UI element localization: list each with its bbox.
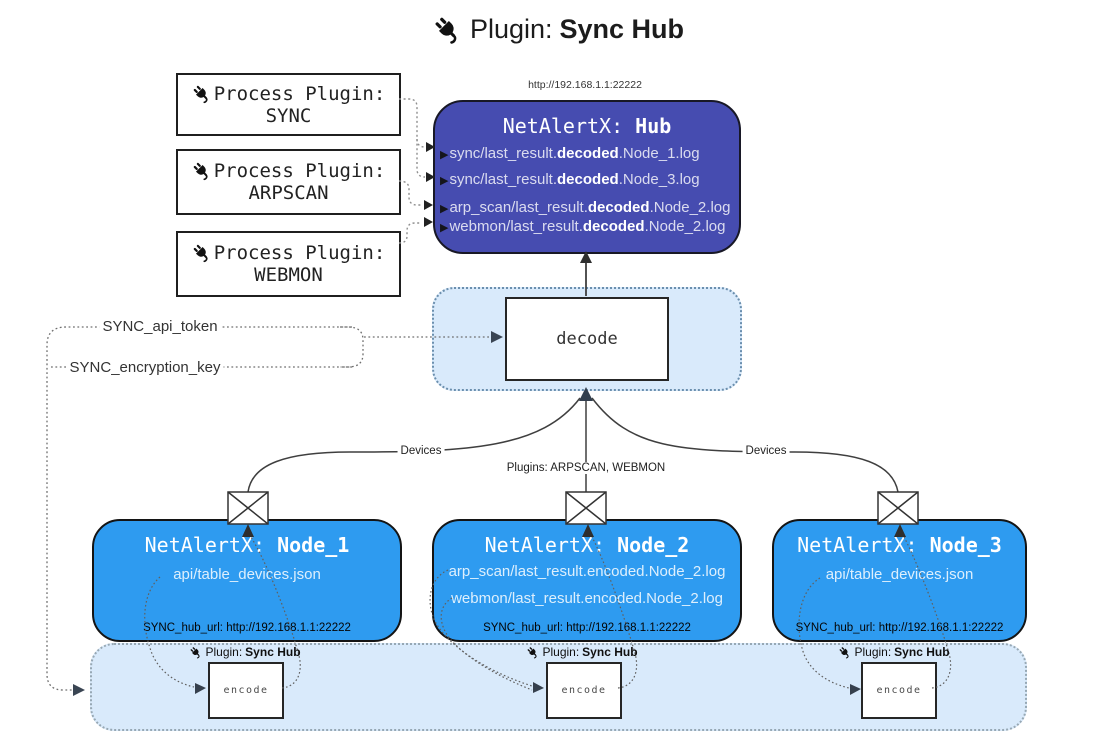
process-plugin-label: Process Plugin: [213,242,386,264]
node-box-1: NetAlertX: Node_1 api/table_devices.json… [92,519,402,642]
plugin-name: Sync Hub [582,645,638,659]
log-text: .Node_3.log [618,171,700,188]
node-title: NetAlertX: Node_3 [774,533,1025,557]
plug-icon [838,646,851,659]
hub-url: http://192.168.1.1:22222 [528,79,642,91]
hub-title-name: Hub [635,114,672,138]
process-plugin-name: WEBMON [254,264,323,286]
node-title-prefix: NetAlertX: [484,533,618,557]
process-plugin-label: Process Plugin: [213,160,386,182]
encode-box-1: encode [208,662,284,719]
plugin-name: Sync Hub [245,645,301,659]
plugin-prefix: Plugin: [205,645,243,659]
encode-box-3: encode [861,662,937,719]
plugin-prefix: Plugin: [854,645,892,659]
node-title: NetAlertX: Node_2 [434,533,740,557]
node-hub-url: SYNC_hub_url: http://192.168.1.1:22222 [143,622,351,634]
encode-panel-arrowhead [73,684,85,696]
log-text: sync/last_result. [449,171,558,188]
process-plugin-box-sync: Process Plugin: SYNC [176,73,401,136]
log-text: webmon/last_result. [449,218,583,235]
plug-icon [192,243,212,263]
encode-plugin-label-2: Plugin: Sync Hub [526,645,638,659]
process-plugin-label: Process Plugin: [213,82,386,105]
log-text: arp_scan/last_result. [449,199,588,216]
node-title-prefix: NetAlertX: [144,533,278,557]
process-plugin-name: SYNC [265,104,312,127]
node-file: webmon/last_result.encoded.Node_2.log [451,590,723,607]
log-text: .Node_2.log [649,199,731,216]
node-hub-url: SYNC_hub_url: http://192.168.1.1:22222 [795,622,1004,634]
hub-box: NetAlertX: Hub ▶sync/last_result.decoded… [433,100,741,254]
process-plugin-name: ARPSCAN [248,182,329,204]
plug-icon [526,646,539,659]
triangle-bullet-icon: ▶ [440,222,449,234]
plug-icon [192,161,212,181]
triangle-bullet-icon: ▶ [440,203,449,215]
edge-label-devices-left: Devices [397,445,445,457]
log-bold: decoded [587,199,650,216]
hub-log-line: ▶sync/last_result.decoded.Node_1.log [440,145,737,163]
hub-log-line: ▶arp_scan/last_result.decoded.Node_2.log [440,199,737,217]
edge-label-devices-right: Devices [742,445,790,457]
sync-api-token-label: SYNC_api_token [99,318,221,335]
process-plugin-box-webmon: Process Plugin: WEBMON [176,231,401,297]
node-box-2: NetAlertX: Node_2 arp_scan/last_result.e… [432,519,742,642]
process-plugin-label-row: Process Plugin: [192,160,386,182]
node-title-name: Node_3 [929,533,1002,557]
node-title-name: Node_1 [277,533,350,557]
node-file: arp_scan/last_result.encoded.Node_2.log [448,563,726,580]
plug-icon [189,646,202,659]
node-title: NetAlertX: Node_1 [94,533,400,557]
plug-icon [433,15,463,45]
process-plugin-box-arpscan: Process Plugin: ARPSCAN [176,149,401,215]
log-bold: decoded [557,145,619,162]
log-text: .Node_2.log [644,218,726,235]
encode-plugin-label-3: Plugin: Sync Hub [838,645,950,659]
log-bold: decoded [557,171,619,188]
node-box-3: NetAlertX: Node_3 api/table_devices.json… [772,519,1027,642]
plugin-name: Sync Hub [894,645,950,659]
log-text: .Node_1.log [618,145,700,162]
node-file: api/table_devices.json [173,566,321,583]
log-text: sync/last_result. [449,145,558,162]
log-bold: decoded [582,218,645,235]
process-plugin-label-row: Process Plugin: [192,82,386,105]
hub-title-prefix: NetAlertX: [502,114,636,138]
plug-icon [192,84,212,104]
hub-title: NetAlertX: Hub [435,114,739,138]
process-plugin-links [398,98,426,244]
encode-plugin-label-1: Plugin: Sync Hub [189,645,301,659]
encode-box-2: encode [546,662,622,719]
triangle-bullet-icon: ▶ [440,175,449,187]
node-hub-url: SYNC_hub_url: http://192.168.1.1:22222 [483,622,691,634]
node-title-prefix: NetAlertX: [797,533,930,557]
hub-log-line: ▶webmon/last_result.decoded.Node_2.log [440,218,737,236]
decode-box: decode [505,297,669,381]
diagram-title: Plugin: Sync Hub [0,14,1117,45]
process-plugin-label-row: Process Plugin: [192,242,386,264]
plugin-prefix: Plugin: [542,645,580,659]
sync-encryption-key-label: SYNC_encryption_key [66,359,224,376]
title-name: Sync Hub [559,14,685,44]
hub-log-line: ▶sync/last_result.decoded.Node_3.log [440,171,737,189]
edge-label-plugins: Plugins: ARPSCAN, WEBMON [503,462,669,474]
title-prefix: Plugin: [469,14,553,44]
device-edges [247,397,899,493]
node-title-name: Node_2 [617,533,690,557]
node-file: api/table_devices.json [825,566,974,583]
triangle-bullet-icon: ▶ [440,149,449,161]
